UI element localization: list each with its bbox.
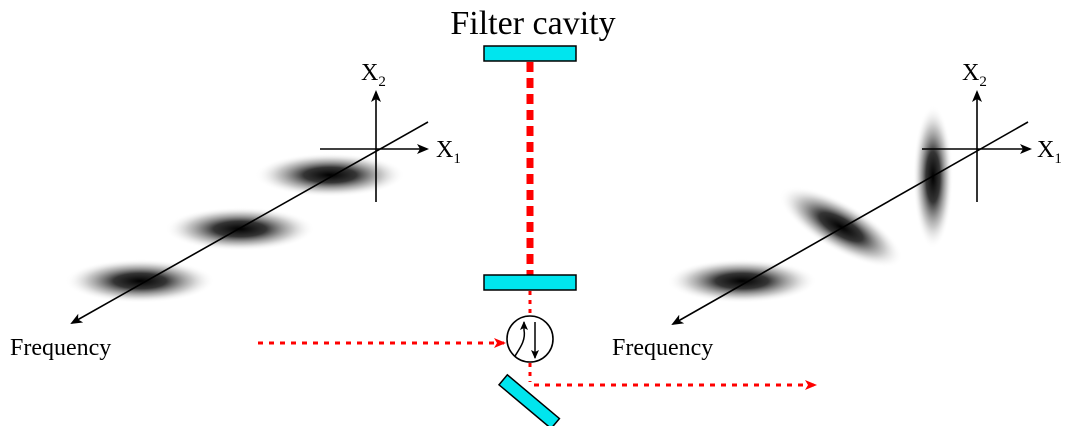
x1-axis-label: X1 — [436, 137, 461, 167]
left-quadrature-plot: X2 X1 Frequency — [10, 60, 461, 361]
noise-ellipse — [255, 153, 405, 197]
noise-ellipse — [65, 259, 215, 303]
frequency-label: Frequency — [10, 335, 111, 361]
diagram-title: Filter cavity — [450, 5, 615, 42]
output-mirror — [497, 373, 561, 430]
frequency-axis — [70, 121, 429, 324]
bottom-cavity-mirror — [483, 274, 577, 291]
x2-axis-label: X2 — [361, 60, 386, 90]
noise-ellipse — [913, 105, 953, 249]
frequency-axis — [671, 121, 1029, 325]
frequency-label: Frequency — [612, 335, 713, 361]
x2-axis-label: X2 — [962, 60, 987, 90]
noise-ellipse — [779, 186, 903, 268]
circulator — [506, 315, 554, 363]
circulator-curved-arrow — [514, 321, 528, 357]
x1-axis-label: X1 — [1037, 137, 1062, 167]
filter-cavity — [258, 45, 817, 430]
right-quadrature-plot: X2 X1 Frequency — [612, 60, 1062, 361]
top-cavity-mirror — [483, 45, 577, 62]
circulator-body — [506, 315, 554, 363]
noise-ellipse — [667, 259, 817, 303]
